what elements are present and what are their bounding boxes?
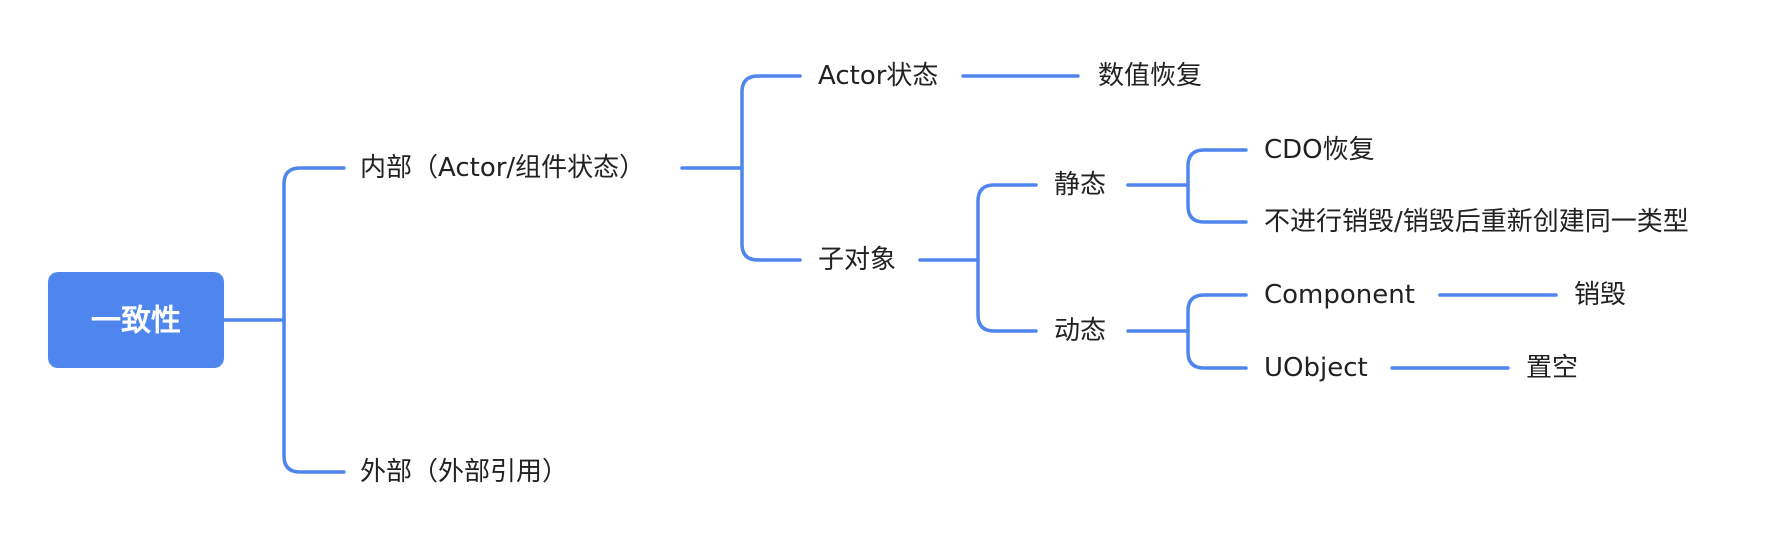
node-component-label[interactable]: Component <box>1264 280 1415 310</box>
node-subobject-label[interactable]: 子对象 <box>818 245 896 275</box>
connector-internal-bracket <box>740 74 802 262</box>
root-node-label: 一致性 <box>91 304 181 339</box>
node-actor-state-label[interactable]: Actor状态 <box>818 61 938 91</box>
node-static-label[interactable]: 静态 <box>1054 170 1106 200</box>
node-dynamic-label[interactable]: 动态 <box>1054 316 1106 346</box>
node-destroy-label[interactable]: 销毁 <box>1574 280 1626 310</box>
node-external-label[interactable]: 外部（外部引用） <box>360 457 568 487</box>
node-value-restore-label[interactable]: 数值恢复 <box>1098 61 1202 91</box>
root-node-box <box>48 272 224 368</box>
node-cdo-restore-label[interactable]: CDO恢复 <box>1264 135 1375 165</box>
node-uobject-label[interactable]: UObject <box>1264 353 1368 383</box>
node-internal-label[interactable]: 内部（Actor/组件状态） <box>360 153 645 183</box>
connector-static-bracket <box>1186 148 1248 224</box>
connector-subobject-bracket <box>976 183 1038 333</box>
node-set-null-label[interactable]: 置空 <box>1526 353 1578 383</box>
connector-dynamic-bracket <box>1186 293 1248 370</box>
connector-root-bracket <box>282 166 346 474</box>
root-node[interactable]: 一致性 <box>48 272 224 368</box>
connector-lines <box>220 74 1558 474</box>
node-recreate-same-type-label[interactable]: 不进行销毁/销毁后重新创建同一类型 <box>1264 207 1689 237</box>
